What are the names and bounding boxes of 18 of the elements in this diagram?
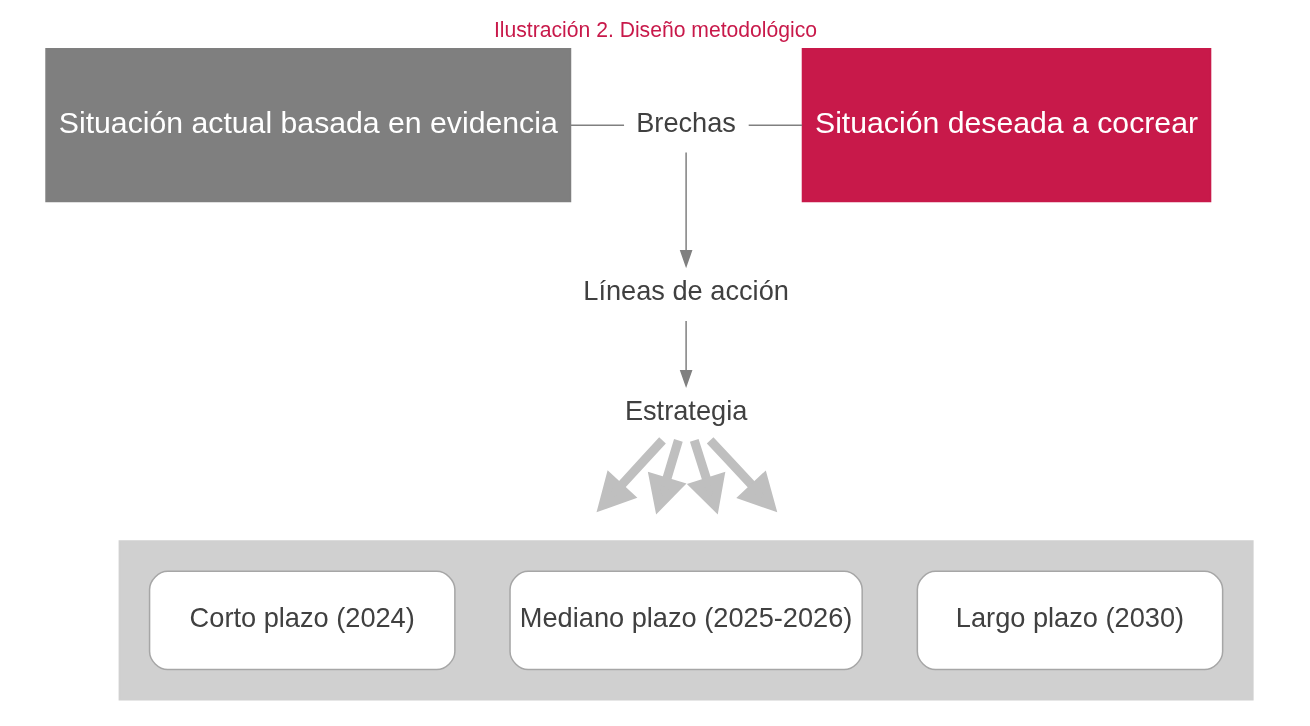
arrow xyxy=(679,151,692,269)
node-text: Estrategia xyxy=(624,394,747,426)
node-box: Largo plazo (2030) xyxy=(916,570,1223,671)
arrow xyxy=(686,438,725,515)
connector xyxy=(569,124,625,126)
node-text: Líneas de acción xyxy=(582,275,789,307)
node-box: Situación actual basada en evidencia xyxy=(44,48,571,203)
diagram-title: Ilustración 2. Diseño metodológico xyxy=(493,18,817,42)
connector xyxy=(747,124,803,126)
cluster xyxy=(118,540,1254,701)
arrow xyxy=(647,439,687,515)
node-box: Corto plazo (2024) xyxy=(148,570,456,671)
node-box: Situación deseada a cocrear xyxy=(801,48,1211,203)
node-text: Brechas xyxy=(635,106,736,138)
node-box: Mediano plazo (2025-2026) xyxy=(508,570,863,671)
arrow xyxy=(706,437,777,513)
arrow xyxy=(596,437,666,513)
arrow xyxy=(679,320,692,389)
